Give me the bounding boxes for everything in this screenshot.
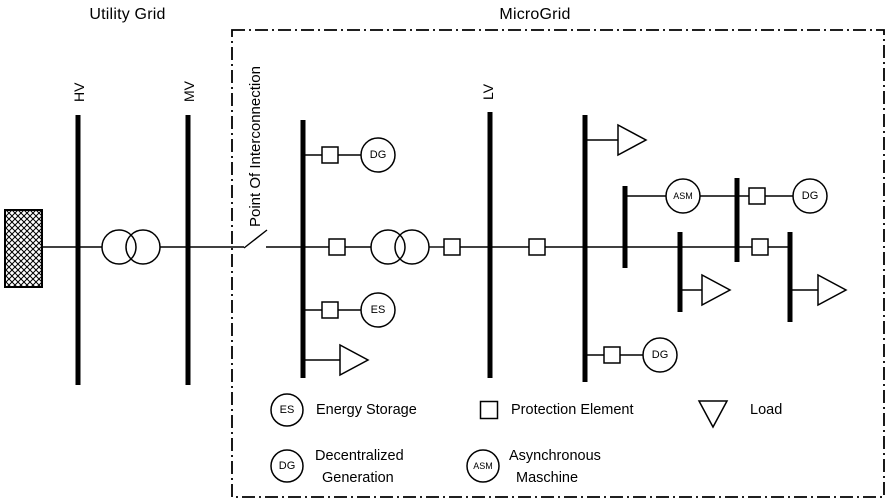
legend-dg-label-line1: Decentralized <box>315 448 404 464</box>
hv-bus-label: HV <box>71 82 87 102</box>
asm-unit <box>665 178 701 214</box>
legend-energy-storage-symbol <box>270 393 304 427</box>
load-symbol <box>339 343 370 377</box>
legend-energy-storage-label: Energy Storage <box>316 402 417 418</box>
legend-load-label: Load <box>750 402 783 418</box>
protection-element <box>443 238 461 256</box>
protection-element <box>321 301 339 319</box>
legend-dg-label-line2: Generation <box>322 470 394 486</box>
legend-energy-storage-symbol-label: ES <box>280 404 295 416</box>
legend-protection-symbol <box>479 400 499 420</box>
dg-unit-label: DG <box>370 149 387 161</box>
microgrid-title: MicroGrid <box>499 6 571 23</box>
load-symbol <box>817 273 848 307</box>
asm-unit-label: ASM <box>673 191 693 201</box>
transformer-winding <box>101 229 137 265</box>
legend-dg-symbol <box>270 449 304 483</box>
transformer-winding <box>394 229 430 265</box>
protection-element <box>328 238 346 256</box>
load-symbol <box>701 273 732 307</box>
dg-unit <box>792 178 828 214</box>
lv-bus-label: LV <box>480 83 496 100</box>
microgrid-boundary <box>231 29 885 498</box>
dg-unit <box>642 337 678 373</box>
dg-unit <box>360 137 396 173</box>
dg-unit-label: DG <box>802 190 819 202</box>
es-unit <box>360 292 396 328</box>
legend-asm-label-line2: Maschine <box>516 470 579 486</box>
protection-element <box>751 238 769 256</box>
protection-element <box>321 146 339 164</box>
load-symbol <box>617 123 648 157</box>
legend-asm-symbol <box>466 449 500 483</box>
utility-source <box>4 209 43 288</box>
dg-unit-label: DG <box>652 349 669 361</box>
es-unit-label: ES <box>371 304 386 316</box>
legend-asm-label-line1: Asynchronous <box>509 448 601 464</box>
protection-element <box>528 238 546 256</box>
utility-grid-title: Utility Grid <box>89 6 166 23</box>
protection-element <box>748 187 766 205</box>
transformer-winding <box>125 229 161 265</box>
legend-dg-symbol-label: DG <box>279 460 296 472</box>
legend-asm-symbol-label: ASM <box>473 461 493 471</box>
poi-switch <box>243 229 268 249</box>
legend-protection-label: Protection Element <box>511 402 634 418</box>
transformer-winding <box>370 229 406 265</box>
legend-load-symbol <box>697 400 729 429</box>
point-of-interconnection-label: Point Of Interconnection <box>247 66 264 227</box>
protection-element <box>603 346 621 364</box>
mv-bus-label: MV <box>181 81 197 102</box>
